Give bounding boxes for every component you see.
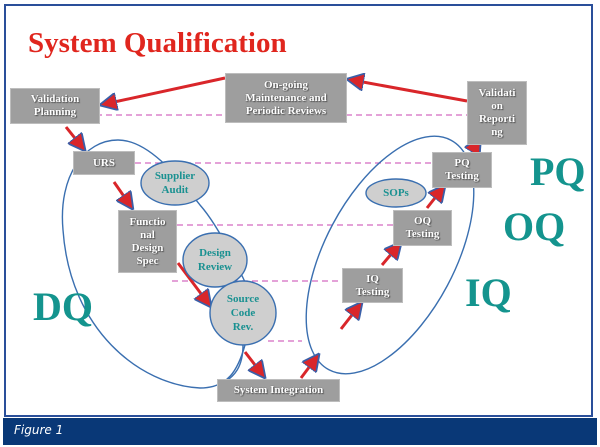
ellipse-line: Source [226,293,260,305]
ellipse-line: Rev. [232,321,254,333]
box-line: Reporti [478,113,516,125]
validation-reporting-box: Validati on Reporti ng [467,81,527,145]
urs-box: URS [73,151,135,175]
phase-label-oq: OQ [503,204,566,249]
box-line: Validati [478,87,516,99]
ellipse-line: Review [197,261,233,273]
diagram-title: System Qualification [28,27,287,59]
box-line: IQ [366,272,379,285]
box-line: Testing [405,228,440,240]
diagram-frame [4,4,593,417]
box-line: ng [491,126,503,138]
arrow-reporting-to-ongoing [352,80,468,103]
ellipse-line: SOPs [383,187,409,199]
source-code-review-label: Source Code Rev. [210,281,276,345]
validation-planning-box: Validation Planning [10,88,100,124]
sops-node [365,178,427,208]
phase-label-pq: PQ [530,149,586,194]
supplier-audit-node [140,160,210,206]
arrow-oq-to-pq [425,189,442,209]
box-line: Testing [445,170,479,182]
iq-oq-pq-loop [305,135,475,375]
box-line: nal [140,228,155,241]
system-integration-box: System Integration [217,379,340,402]
ongoing-maintenance-box: On-going Maintenance and Periodic Review… [225,73,347,123]
oq-testing-box: OQ Testing [393,210,452,246]
arrow-iq-to-oq [380,246,398,266]
design-review-node [182,232,248,288]
arrow-ongoing-to-planning [105,76,226,104]
box-line: Functio [129,215,166,228]
source-code-review-node [209,280,277,346]
box-line: URS [92,156,115,169]
arrow-fds-to-source [176,262,208,303]
ellipse-line: Design [199,247,231,259]
ellipse-line: Code [230,307,256,319]
arrow-planning-to-urs [64,126,82,147]
box-line: Validation [30,93,80,105]
box-line: OQ [413,215,432,227]
box-line: System Integration [233,384,324,396]
box-line: PQ [454,157,470,169]
phase-label-dq: DQ [33,284,93,329]
box-line: Maintenance and [245,91,327,104]
functional-design-spec-box: Functio nal Design Spec [118,210,177,273]
box-line: On-going [263,78,308,91]
phase-label-iq: IQ [465,270,512,315]
pq-testing-box: PQ Testing [432,152,492,188]
dq-loop [61,139,246,389]
box-line: on [491,100,503,112]
box-line: Planning [33,106,77,118]
ellipse-line: Supplier [154,170,196,182]
ellipse-line: Audit [161,184,189,196]
iq-testing-box: IQ Testing [342,268,403,303]
arrow-to-iq-testing [339,306,359,330]
supplier-audit-label: Supplier Audit [141,161,209,205]
box-line: Testing [355,285,390,298]
figure-caption: Figure 1 [14,423,64,437]
figure-caption-bar: Figure 1 [3,418,597,445]
arrow-source-to-integration [243,351,262,374]
arrow-urs-to-fds [112,181,130,205]
arrow-integration-to-iq-loop [299,358,316,379]
box-line: Periodic Reviews [245,104,327,117]
sops-label: SOPs [366,179,426,207]
box-line: Design [131,241,164,254]
box-line: Spec [136,254,159,267]
design-review-label: Design Review [183,233,247,287]
